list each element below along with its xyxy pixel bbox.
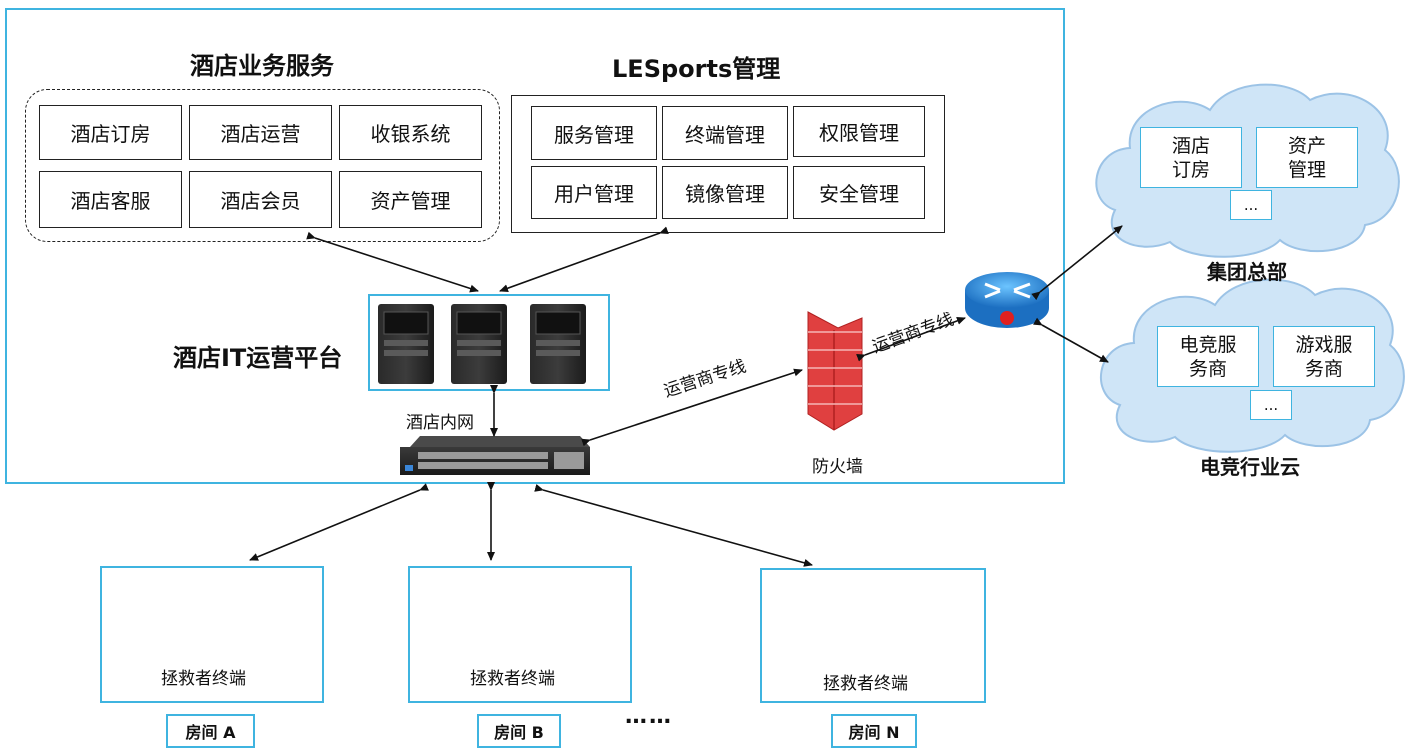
hq-box-assets: 资产 管理 — [1256, 127, 1358, 188]
server-icon — [378, 304, 434, 384]
link-router-esports — [1033, 317, 1109, 363]
room-n-frame — [760, 568, 986, 703]
hq-box-booking: 酒店 订房 — [1140, 127, 1242, 188]
router-icon — [965, 272, 1049, 328]
more-rooms-ellipsis: …… — [625, 704, 673, 729]
platform-title: 酒店IT运营平台 — [173, 344, 343, 372]
room-a-frame — [100, 566, 324, 703]
les-item-image-mgmt: 镜像管理 — [662, 166, 788, 219]
link-firewall-router — [856, 317, 966, 362]
esports-box-game-provider: 游戏服 务商 — [1273, 326, 1375, 387]
firewall-label: 防火墙 — [812, 457, 863, 477]
server-icon — [451, 304, 507, 384]
biz-item-cashier: 收银系统 — [339, 105, 482, 160]
link-biz-platform — [306, 231, 479, 293]
room-b-frame — [408, 566, 632, 703]
les-item-terminal-mgmt: 终端管理 — [662, 106, 788, 160]
esports-box-provider: 电竞服 务商 — [1157, 326, 1259, 387]
lesports-title: LESports管理 — [612, 55, 781, 83]
esports-box-more: ... — [1250, 390, 1292, 420]
link-switch-room-n — [534, 483, 813, 567]
firewall-icon — [807, 311, 863, 431]
room-a-tag: 房间 A — [166, 714, 255, 748]
intranet-label: 酒店内网 — [406, 413, 474, 433]
biz-item-assets: 资产管理 — [339, 171, 482, 228]
biz-item-booking: 酒店订房 — [39, 105, 182, 160]
room-b-tag: 房间 B — [477, 714, 561, 748]
switch-icon — [400, 436, 590, 475]
hotel-business-group — [25, 89, 500, 242]
link-router-hq — [1031, 225, 1123, 301]
biz-item-service: 酒店客服 — [39, 171, 182, 228]
hotel-business-title: 酒店业务服务 — [190, 52, 334, 80]
link-switch-room-a — [249, 483, 429, 561]
les-item-permission-mgmt: 权限管理 — [793, 106, 925, 157]
lesports-group — [511, 95, 945, 233]
esports-cloud-label: 电竞行业云 — [1200, 455, 1300, 479]
les-item-service-mgmt: 服务管理 — [531, 106, 657, 160]
server-icon — [530, 304, 586, 384]
room-b-terminal-label: 拯救者终端 — [470, 669, 555, 689]
biz-item-operation: 酒店运营 — [189, 105, 332, 160]
hq-cloud-label: 集团总部 — [1207, 260, 1287, 284]
hq-box-more: ... — [1230, 190, 1272, 220]
server-rack-frame — [368, 294, 610, 391]
link-switch-firewall — [581, 368, 803, 447]
les-item-security-mgmt: 安全管理 — [793, 166, 925, 219]
link-les-platform — [499, 226, 669, 293]
les-item-user-mgmt: 用户管理 — [531, 166, 657, 219]
room-a-terminal-label: 拯救者终端 — [161, 669, 246, 689]
biz-item-member: 酒店会员 — [189, 171, 332, 228]
room-n-tag: 房间 N — [831, 714, 917, 748]
room-n-terminal-label: 拯救者终端 — [823, 674, 908, 694]
